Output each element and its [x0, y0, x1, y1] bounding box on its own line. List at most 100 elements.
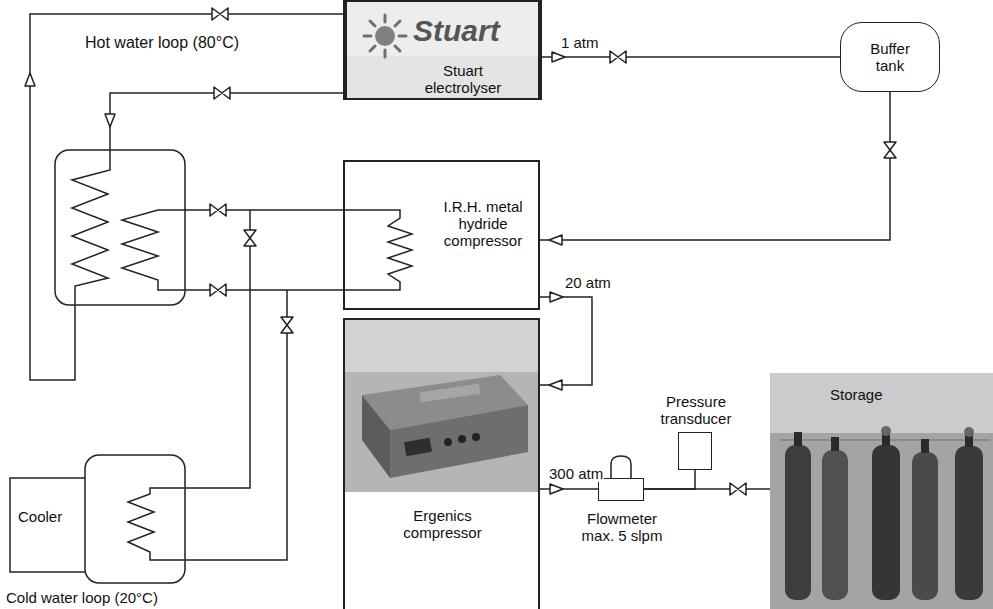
cold-water-pipe	[10, 478, 85, 572]
storage-photo	[822, 450, 848, 600]
flowmeter-dome	[611, 456, 631, 478]
logo-sun	[375, 26, 395, 46]
hydride-coil	[343, 210, 412, 290]
box-label-holder: Buffer tank	[858, 40, 922, 74]
flow-arrow	[25, 73, 115, 127]
hydride-coil	[343, 210, 412, 290]
storage-photo	[794, 432, 802, 446]
storage-photo	[881, 426, 891, 436]
hot-water-pipe	[30, 14, 343, 380]
box-label-holder: Pressure transducer	[646, 393, 746, 427]
box-label-holder: Flowmeter max. 5 slpm	[577, 510, 667, 544]
logo-sun	[395, 46, 400, 51]
flowmeter-dome	[611, 456, 631, 478]
loop-label-holder: Cold water loop (20°C)	[6, 589, 158, 606]
compressor-photo	[345, 320, 538, 492]
transducer-box: Pressure transducer	[678, 432, 712, 470]
compressor-photo	[345, 320, 538, 492]
logo-sun	[384, 50, 387, 57]
flow-arrow	[25, 73, 35, 86]
box-label: Stuart electrolyser	[403, 62, 523, 96]
electrolyser-panel	[343, 0, 542, 100]
storage-photo	[770, 373, 993, 609]
valve-symbol	[212, 8, 228, 20]
heat-exchanger-coil	[122, 210, 343, 290]
pressure-label: 20 atm	[564, 274, 612, 291]
compressor-photo	[420, 384, 481, 402]
valve-symbol	[610, 51, 626, 63]
valve-symbol	[884, 142, 896, 158]
box-label: I.R.H. metal hydride compressor	[429, 198, 537, 249]
cooler-coil	[128, 488, 185, 560]
flow-line	[540, 292, 592, 390]
valve-symbol	[730, 483, 746, 495]
pipe-line	[540, 297, 592, 385]
cooler-coil	[128, 488, 185, 560]
logo-text: Stuart	[413, 14, 525, 48]
compressor-box: I.R.H. metal hydride compressor	[343, 160, 540, 310]
electrolyser-box: StuartStuart electrolyser	[343, 0, 542, 100]
arrow-head	[552, 52, 565, 62]
cooler-box	[85, 455, 185, 583]
flow-line	[542, 52, 840, 62]
valve-symbol	[244, 230, 256, 246]
logo-sun	[399, 35, 406, 38]
arrow-head	[550, 484, 563, 494]
electrolyser-panel	[343, 0, 542, 56]
equipment-label-holder: Cooler	[18, 508, 62, 525]
logo-sun	[395, 21, 400, 26]
logo-sun	[370, 21, 375, 26]
loop-label: Cold water loop (20°C)	[6, 589, 158, 606]
storage-photo	[831, 437, 839, 451]
logo-sun	[384, 15, 387, 22]
pipe-line	[542, 56, 840, 58]
valve-symbol	[214, 87, 230, 99]
compressor-photo	[444, 438, 452, 446]
box-label: Flowmeter max. 5 slpm	[577, 510, 667, 544]
flow-arrow	[105, 114, 115, 127]
valve-symbol	[210, 204, 226, 216]
heat-exchanger	[55, 150, 185, 305]
compressor-photo	[458, 435, 466, 443]
box-label-holder: Stuart electrolyser	[403, 62, 523, 96]
compressor-photo	[362, 395, 390, 478]
arrow-head	[549, 380, 562, 390]
storage-photo	[785, 445, 811, 600]
box-label: Buffer tank	[858, 40, 922, 74]
electrolyser-panel	[343, 0, 542, 100]
photo-label: Storage	[828, 386, 885, 403]
heat-exchanger	[55, 150, 185, 305]
flow-line	[540, 484, 598, 494]
pipe-line	[540, 92, 890, 240]
pipe-line	[540, 488, 598, 490]
flow-line	[540, 92, 890, 245]
pressure-label: 300 atm	[548, 465, 604, 482]
cold-water-pipe	[185, 290, 287, 560]
storage-photo	[921, 439, 929, 453]
arrow-head	[550, 292, 563, 302]
valve-symbol	[281, 317, 293, 333]
compressor-photo	[404, 438, 432, 456]
box-label-holder: Ergenics compressor	[375, 507, 510, 541]
logo-sun	[364, 35, 371, 38]
box-label: Pressure transducer	[646, 393, 746, 427]
pressure-label-holder: 20 atm	[564, 274, 612, 291]
storage-photo	[872, 445, 900, 600]
cold-water-pipe	[185, 210, 250, 488]
storage-photo	[770, 373, 993, 609]
compressor-photo	[390, 405, 528, 478]
tank-box: Buffer tank	[840, 22, 940, 92]
box-label: Ergenics compressor	[375, 507, 510, 541]
compressor-photo	[345, 320, 538, 372]
compressor-box: Ergenics compressor	[343, 318, 540, 609]
arrow-head	[549, 235, 562, 245]
compressor-photo	[472, 433, 480, 441]
logo-sun	[370, 46, 375, 51]
storage-box: Storage	[770, 373, 993, 600]
box-label-holder: I.R.H. metal hydride compressor	[429, 198, 537, 249]
storage-photo	[912, 452, 938, 600]
logo-text-holder: Stuart	[413, 14, 525, 48]
equipment-label: Cooler	[18, 508, 62, 525]
loop-label-holder: Hot water loop (80°C)	[85, 34, 239, 52]
